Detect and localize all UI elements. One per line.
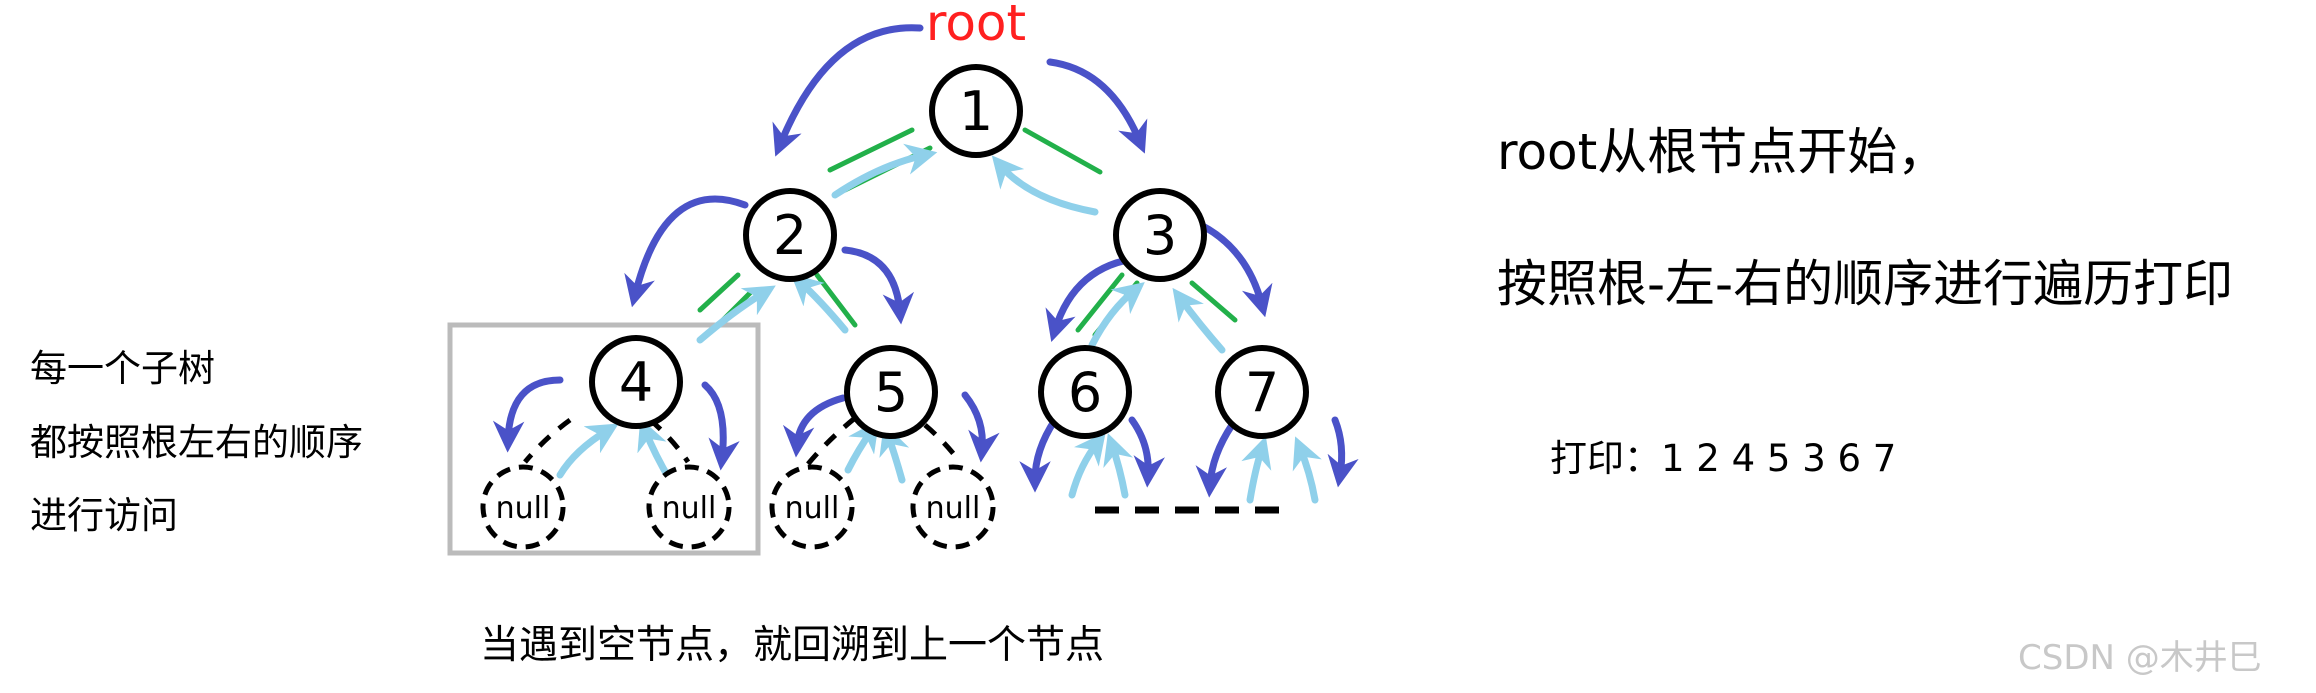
node-7-label: 7 [1245, 361, 1279, 424]
arrow-6-to-null-left [1019, 416, 1059, 493]
watermark: CSDN @木井巳 [2018, 638, 2262, 678]
node-5-label: 5 [874, 361, 908, 424]
arrow-7-to-null-right [1327, 416, 1359, 488]
node-2-label: 2 [773, 204, 807, 267]
connector-4-null-left [523, 417, 572, 464]
edge-3-7 [1189, 280, 1238, 323]
backtrack-6-to-3 [1088, 282, 1145, 349]
node-1-label: 1 [959, 80, 993, 143]
null-leaves [480, 464, 996, 550]
null-leaf-4-right [646, 464, 732, 550]
arrow-5-to-null-right [961, 391, 1000, 463]
edge-2-4 [697, 272, 741, 313]
forward-arrows [492, 24, 1359, 498]
arrow-2-to-4 [624, 195, 749, 308]
node-3-circle [1113, 188, 1207, 282]
side-note-line-3: 进行访问 [30, 494, 178, 537]
null-label: null [662, 491, 717, 526]
node-6-circle [1038, 345, 1132, 439]
backtrack-3-to-1 [991, 155, 1099, 216]
null-leaf-5-right [910, 464, 996, 550]
backtrack-null-to-6-right [1103, 433, 1134, 499]
edge-1-2 [827, 127, 915, 173]
backtrack-null-to-5-left [844, 419, 880, 474]
backtrack-7-to-3 [1172, 287, 1226, 354]
backtrack-null-to-6-left [1068, 432, 1106, 499]
connector-5-null-left [806, 416, 857, 466]
null-label: null [785, 491, 840, 526]
bottom-note: 当遇到空节点，就回溯到上一个节点 [480, 623, 1105, 668]
arrow-root-to-3 [1046, 58, 1148, 154]
description-line-2: 按照根-左-右的顺序进行遍历打印 [1497, 255, 2234, 313]
edge-1-3 [1022, 127, 1103, 175]
arrow-7-to-null-left [1195, 421, 1236, 498]
backtrack-2-to-1 [831, 143, 938, 199]
node-5-circle [844, 345, 938, 439]
tree-nodes [589, 64, 1309, 439]
backtrack-4-to-2 [696, 285, 776, 344]
null-leaf-5-left [769, 464, 855, 550]
backtrack-null-to-5-right [879, 423, 910, 484]
arrow-4-to-null-right [701, 381, 740, 471]
node-7-circle [1215, 345, 1309, 439]
node-6-label: 6 [1068, 361, 1102, 424]
arrow-6-to-null-right [1128, 416, 1165, 488]
node-4-circle [589, 335, 683, 429]
side-note-line-1: 每一个子树 [30, 347, 215, 390]
print-result: 打印：1 2 4 5 3 6 7 [1550, 437, 1897, 480]
backtrack-null-to-7-right [1292, 436, 1322, 504]
arrow-4-to-null-left [492, 376, 564, 453]
null-leaf-4-left [480, 464, 566, 550]
backtrack-null-to-7-left [1241, 435, 1272, 504]
description-line-1: root从根节点开始， [1497, 123, 1948, 181]
subtree-highlight-box [447, 322, 761, 556]
backtrack-5-to-2 [790, 273, 849, 334]
root-label: root [926, 0, 1026, 52]
arrow-5-to-null-left [782, 394, 847, 458]
null-label: null [496, 491, 551, 526]
node-4-label: 4 [619, 351, 653, 414]
node-2-circle [743, 188, 837, 282]
backtrack-null-to-4-left [556, 423, 619, 479]
backtrack-arrows [556, 143, 1322, 504]
arrow-2-to-5 [841, 246, 915, 325]
node-3-label: 3 [1143, 204, 1177, 267]
null-label: null [926, 491, 981, 526]
node-1-circle [929, 64, 1023, 158]
connector-5-null-right [923, 423, 962, 464]
arrow-root-to-2 [772, 24, 924, 157]
side-note-line-2: 都按照根左右的顺序 [30, 421, 363, 464]
